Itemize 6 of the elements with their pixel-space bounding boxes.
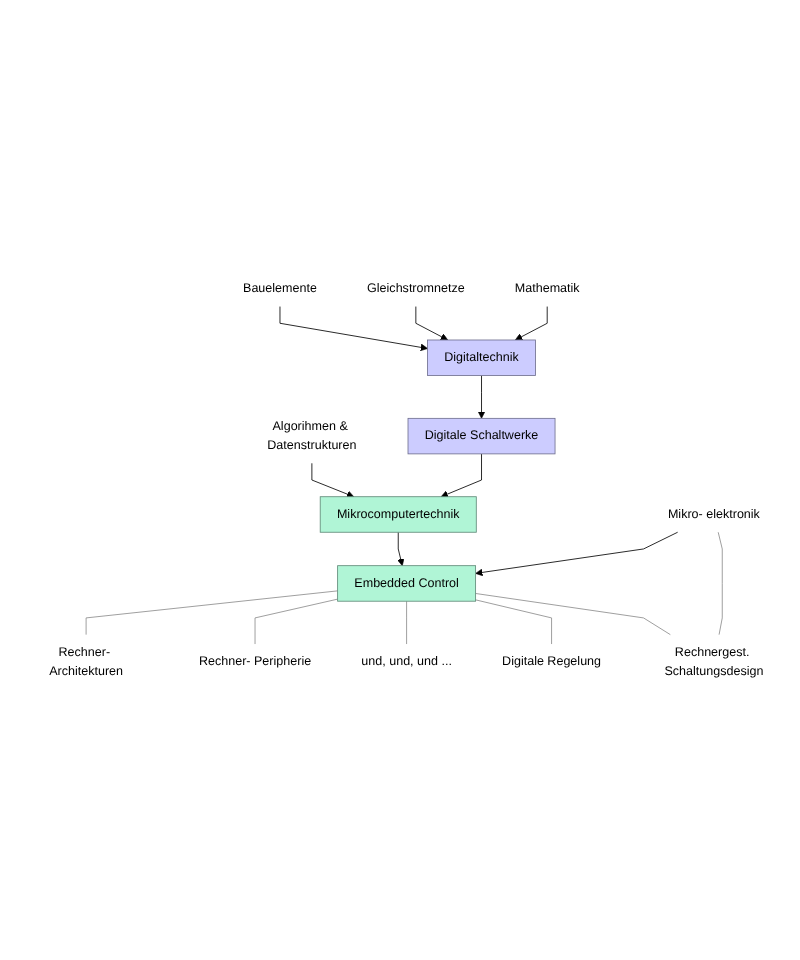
connector bbox=[717, 531, 723, 636]
connector bbox=[254, 598, 339, 645]
connector bbox=[475, 593, 671, 636]
connector bbox=[475, 599, 552, 645]
connector bbox=[406, 600, 408, 645]
connector bbox=[85, 590, 339, 636]
